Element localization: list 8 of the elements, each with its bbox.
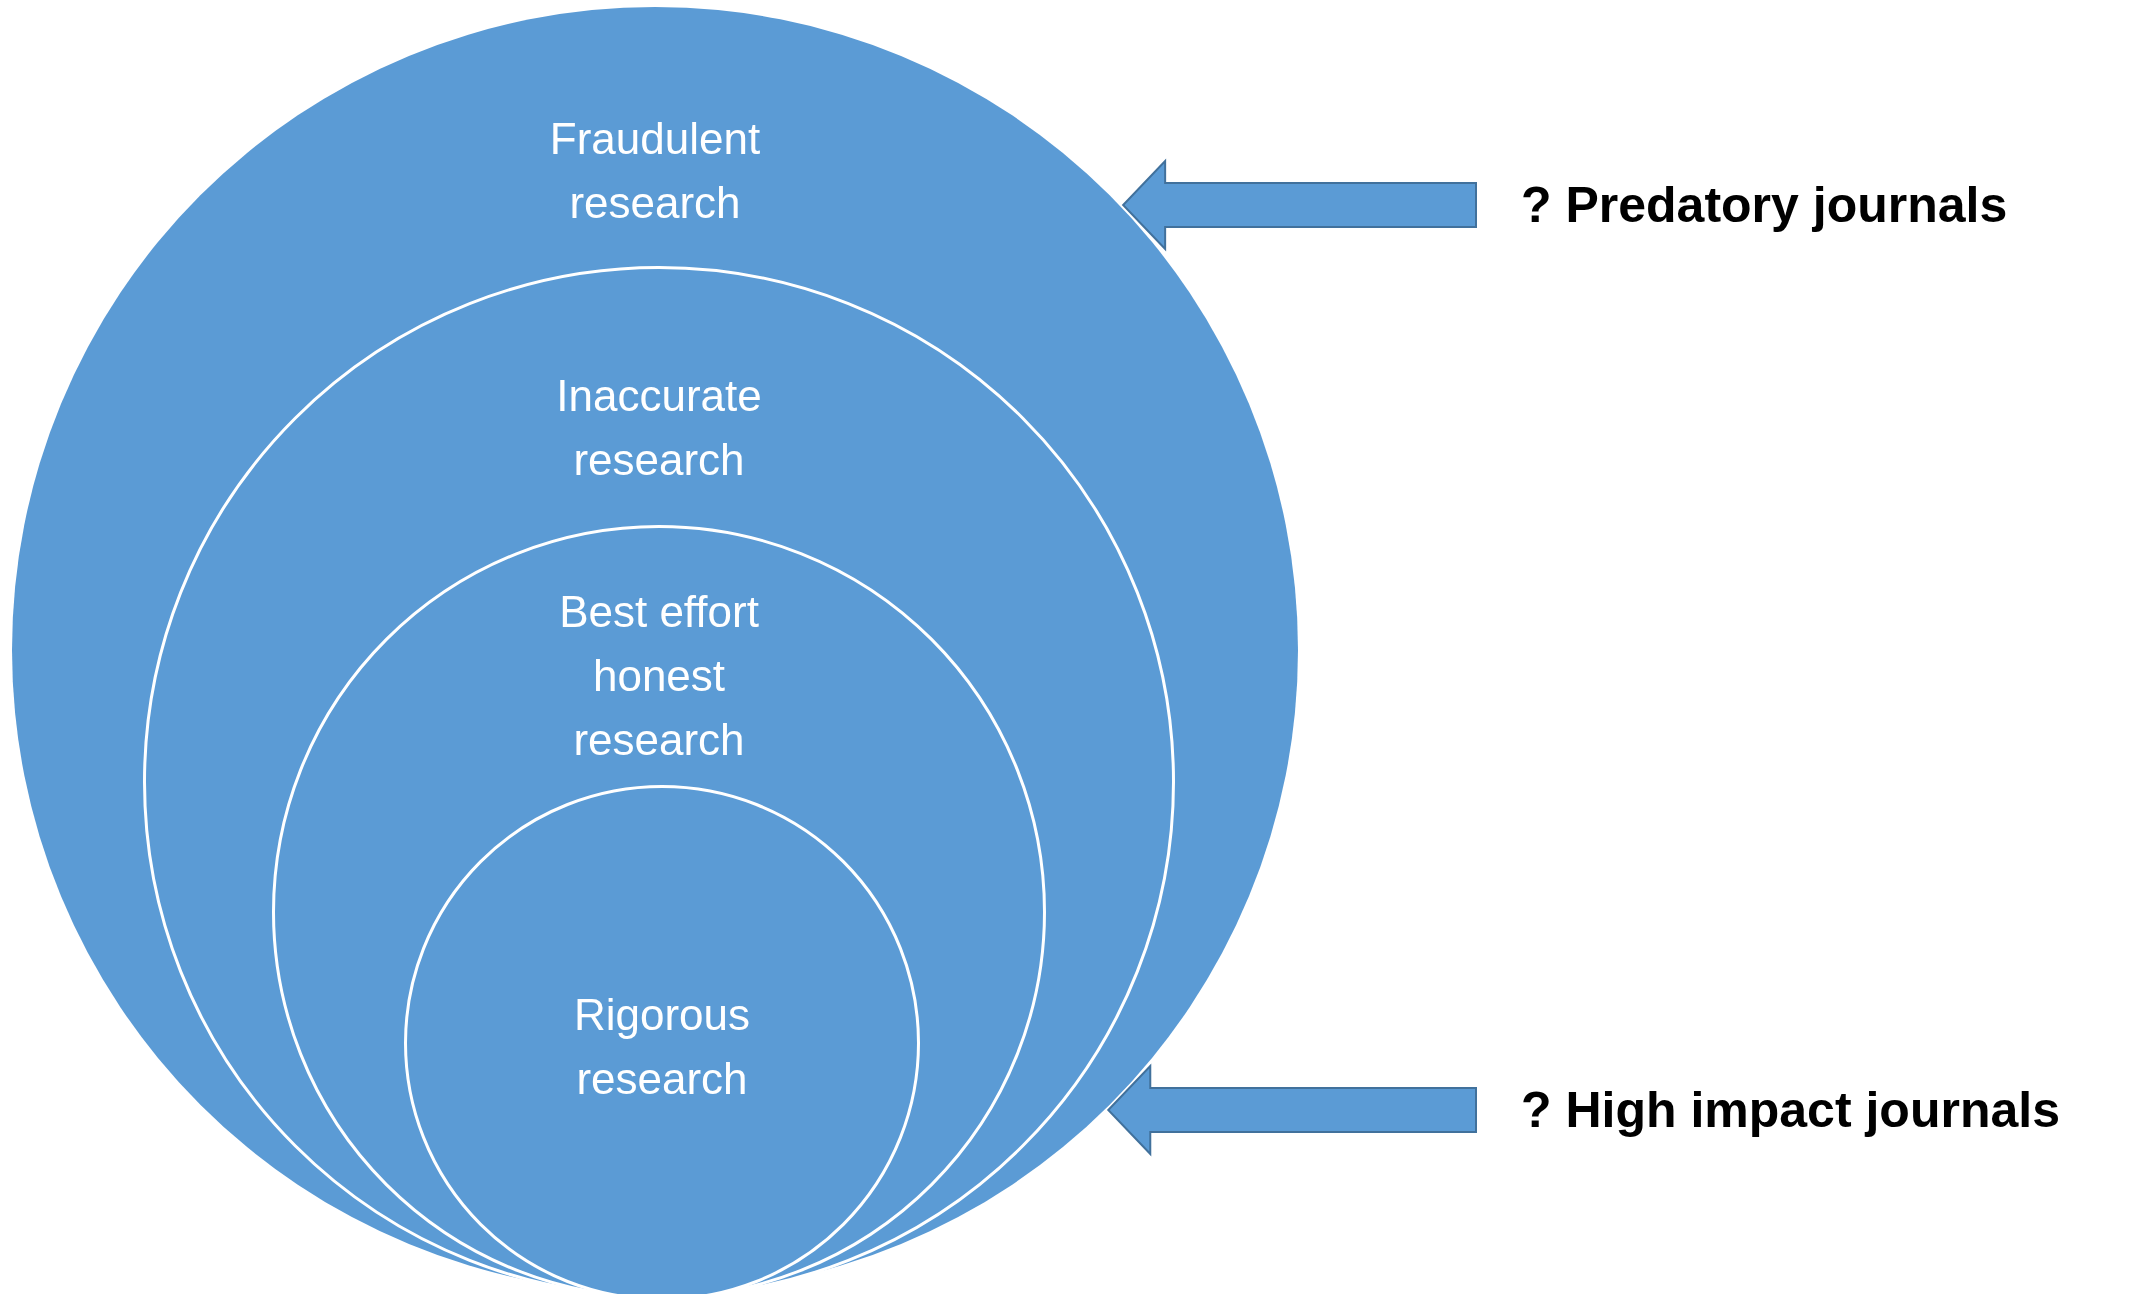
side-label: ? Predatory journals xyxy=(1521,175,2008,235)
circle-label: Inaccurate research xyxy=(555,370,763,486)
circle-label: Best effort honest research xyxy=(558,586,760,766)
block-arrow xyxy=(1121,158,1477,252)
circle-label: Fraudulent research xyxy=(548,113,762,229)
circle-label: Rigorous research xyxy=(572,989,752,1105)
side-label: ? High impact journals xyxy=(1521,1080,2060,1140)
block-arrow xyxy=(1106,1063,1477,1157)
